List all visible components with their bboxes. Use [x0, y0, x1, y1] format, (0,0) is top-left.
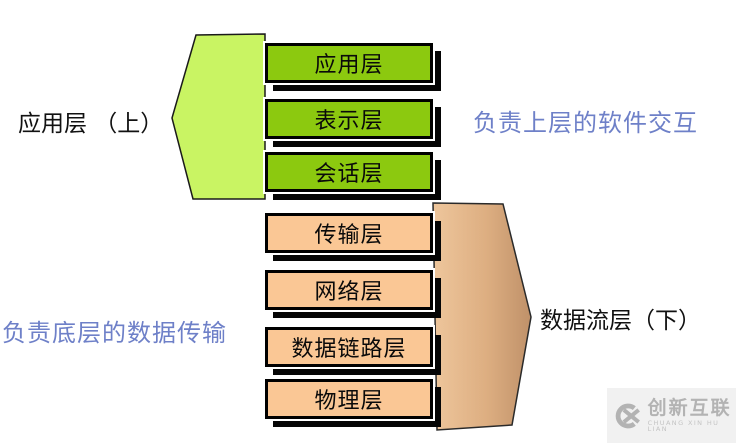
layer-label: 传输层	[314, 223, 384, 248]
layer-label: 会话层	[314, 162, 384, 187]
layer-label: 数据链路层	[291, 337, 407, 362]
lower-group-side-label: 数据流层（下）	[540, 308, 701, 334]
layer-box-network: 网络层	[263, 268, 435, 312]
layer-box-session: 会话层	[263, 150, 435, 194]
watermark-panel: 创新互联 CHUANG XIN HU LIAN	[607, 388, 736, 443]
layer-label: 网络层	[314, 280, 384, 305]
layer-box-physical: 物理层	[263, 377, 435, 421]
layer-box-transport: 传输层	[263, 211, 435, 255]
upper-group-side-label: 应用层 （上）	[18, 111, 164, 137]
lower-arrow-shape	[432, 202, 532, 431]
layer-box-datalink: 数据链路层	[263, 325, 435, 369]
watermark-brand-name: 创新互联	[647, 396, 732, 419]
layer-box-presentation: 表示层	[263, 97, 435, 141]
layer-label: 表示层	[314, 109, 384, 134]
watermark-brand-sub: CHUANG XIN HU LIAN	[647, 418, 720, 433]
layer-box-application: 应用层	[263, 41, 435, 85]
layer-label: 物理层	[314, 389, 384, 414]
watermark-brand-icon	[615, 403, 640, 428]
lower-group-note: 负责底层的数据传输	[2, 319, 227, 347]
watermark-text: 创新互联 CHUANG XIN HU LIAN	[647, 396, 736, 433]
upper-group-note: 负责上层的软件交互	[473, 109, 698, 137]
upper-arrow-shape	[171, 33, 266, 200]
layer-label: 应用层	[314, 53, 384, 78]
